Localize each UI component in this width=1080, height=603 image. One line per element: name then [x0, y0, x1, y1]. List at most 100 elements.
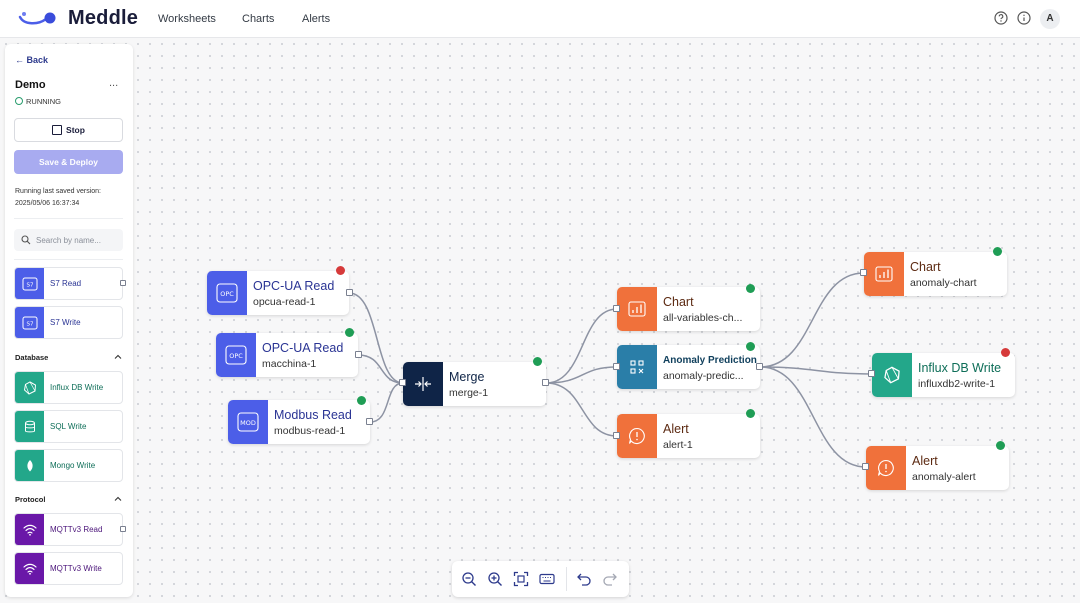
node-alert-anomaly[interactable]: Alert anomaly-alert — [866, 446, 1009, 490]
nav-alerts[interactable]: Alerts — [302, 13, 331, 25]
status-error-dot — [1001, 348, 1010, 357]
flow-canvas[interactable] — [0, 38, 1080, 603]
nav-worksheets[interactable]: Worksheets — [158, 13, 216, 25]
palette-item-label: MQTTv3 Read — [50, 525, 103, 534]
palette-item-mongo-write[interactable]: Mongo Write — [14, 449, 123, 482]
input-port[interactable] — [399, 379, 406, 386]
wifi-icon — [15, 514, 44, 545]
bar-chart-icon — [617, 287, 657, 331]
output-port[interactable] — [120, 526, 126, 532]
status-ok-dot — [746, 284, 755, 293]
input-port[interactable] — [613, 432, 620, 439]
node-subtitle: opcua-read-1 — [253, 296, 316, 308]
node-title: OPC-UA Read — [262, 341, 344, 355]
palette-item-s7-write[interactable]: S7 S7 Write — [14, 306, 123, 339]
node-title: Influx DB Write — [918, 361, 1002, 375]
help-icon[interactable] — [993, 10, 1009, 26]
user-avatar[interactable]: A — [1040, 9, 1060, 29]
svg-text:OPC: OPC — [229, 352, 243, 360]
palette-item-sql-write[interactable]: SQL Write — [14, 410, 123, 443]
flow-title: Demo — [15, 79, 46, 91]
output-port[interactable] — [542, 379, 549, 386]
palette-item-label: MQTTv3 Write — [50, 564, 102, 573]
node-subtitle: modbus-read-1 — [274, 425, 346, 437]
status-ok-dot — [357, 396, 366, 405]
output-port[interactable] — [120, 280, 126, 286]
brand-name[interactable]: Meddle — [68, 7, 139, 29]
palette-item-mqtt-write[interactable]: MQTTv3 Write — [14, 552, 123, 585]
saved-version-note: Running last saved version: 2025/05/06 1… — [15, 188, 101, 207]
stop-button[interactable]: Stop — [14, 118, 123, 142]
status-ok-dot — [993, 247, 1002, 256]
node-title: Anomaly Prediction — [663, 355, 757, 366]
chevron-up-icon[interactable] — [114, 495, 122, 503]
node-influxdb-write[interactable]: Influx DB Write influxdb2-write-1 — [872, 353, 1015, 397]
save-deploy-button[interactable]: Save & Deploy — [14, 150, 123, 174]
node-modbus-read[interactable]: MOD Modbus Read modbus-read-1 — [228, 400, 370, 444]
svg-text:S7: S7 — [26, 282, 33, 288]
meddle-logo[interactable] — [18, 8, 58, 28]
palette-item-influx-write[interactable]: Influx DB Write — [14, 371, 123, 404]
redo-icon[interactable] — [602, 571, 618, 587]
node-anomaly-prediction[interactable]: Anomaly Prediction anomaly-predic... — [617, 345, 760, 389]
nav-charts[interactable]: Charts — [242, 13, 275, 25]
mongodb-leaf-icon — [15, 450, 44, 481]
palette-item-s7-read[interactable]: S7 S7 Read — [14, 267, 126, 300]
influxdb-icon — [15, 372, 44, 403]
chevron-up-icon[interactable] — [114, 353, 122, 361]
palette-item-label: S7 Read — [50, 279, 82, 288]
status-ok-dot — [345, 328, 354, 337]
wifi-icon — [15, 553, 44, 584]
node-subtitle: all-variables-ch... — [663, 312, 743, 324]
node-title: Alert — [912, 454, 938, 468]
fit-view-icon[interactable] — [513, 571, 529, 587]
divider — [14, 218, 123, 219]
node-title: Chart — [910, 260, 941, 274]
divider — [14, 259, 123, 260]
node-title: Chart — [663, 295, 694, 309]
section-database-title: Database — [15, 353, 49, 362]
zoom-out-icon[interactable] — [461, 571, 477, 587]
input-port[interactable] — [860, 269, 867, 276]
input-port[interactable] — [613, 363, 620, 370]
node-subtitle: anomaly-predic... — [663, 370, 744, 382]
info-icon[interactable] — [1016, 10, 1032, 26]
opc-icon: OPC — [207, 271, 247, 315]
alert-icon — [866, 446, 906, 490]
output-port[interactable] — [366, 418, 373, 425]
node-search-input[interactable] — [14, 229, 123, 251]
node-subtitle: anomaly-alert — [912, 471, 976, 483]
output-port[interactable] — [756, 363, 763, 370]
zoom-in-icon[interactable] — [487, 571, 503, 587]
status-badge: RUNNING — [15, 97, 61, 106]
toolbar-divider — [566, 567, 567, 591]
input-port[interactable] — [862, 463, 869, 470]
more-options-icon[interactable]: ... — [109, 77, 119, 89]
back-label: Back — [26, 55, 49, 65]
node-chart-all-variables[interactable]: Chart all-variables-ch... — [617, 287, 760, 331]
node-alert-1[interactable]: Alert alert-1 — [617, 414, 760, 458]
input-port[interactable] — [613, 305, 620, 312]
palette-item-mqtt-read[interactable]: MQTTv3 Read — [14, 513, 126, 546]
node-title: Alert — [663, 422, 689, 436]
undo-icon[interactable] — [576, 571, 592, 587]
node-chart-anomaly[interactable]: Chart anomaly-chart — [864, 252, 1007, 296]
palette-item-label: Mongo Write — [50, 461, 96, 470]
output-port[interactable] — [355, 351, 362, 358]
influxdb-icon — [872, 353, 912, 397]
alert-icon — [617, 414, 657, 458]
node-opcua-read-1[interactable]: OPC OPC-UA Read opcua-read-1 — [207, 271, 349, 315]
status-ok-dot — [533, 357, 542, 366]
output-port[interactable] — [346, 289, 353, 296]
back-link[interactable]: ← Back — [15, 55, 48, 65]
keyboard-icon[interactable] — [539, 571, 555, 587]
stop-label: Stop — [66, 125, 85, 135]
node-opcua-read-macchina[interactable]: OPC OPC-UA Read macchina-1 — [216, 333, 358, 377]
database-icon — [15, 411, 44, 442]
s7-icon: S7 — [15, 307, 44, 338]
s7-icon: S7 — [15, 268, 44, 299]
node-merge[interactable]: Merge merge-1 — [403, 362, 546, 406]
search-icon — [21, 235, 31, 245]
input-port[interactable] — [868, 370, 875, 377]
arrow-left-icon: ← — [15, 55, 24, 65]
